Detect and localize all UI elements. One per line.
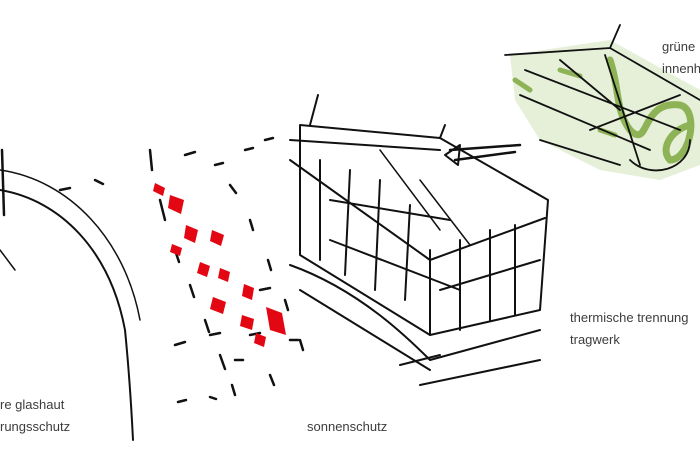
sun-shading-sketch (148, 136, 305, 397)
sun-shading-label: sonnenschutz (307, 416, 387, 438)
glass-skin-label: re glashaut rungsschutz (0, 394, 70, 438)
thermal-separation-label-line1: thermische trennung (570, 310, 689, 325)
glass-skin-label-line2: rungsschutz (0, 419, 71, 434)
glass-skin-sketch (0, 148, 300, 441)
green-courtyard-label-line1: grüne (662, 39, 696, 54)
sun-shading-label-line1: sonnenschutz (307, 419, 388, 434)
red-panels (153, 183, 286, 347)
thermal-separation-label: thermische trennung tragwerk (570, 307, 689, 351)
green-courtyard-sketch (504, 24, 700, 180)
glass-skin-label-line1: re glashaut (0, 397, 65, 412)
structure-sketch (289, 94, 549, 386)
green-courtyard-label: grüne innenh (662, 36, 700, 80)
green-courtyard-label-line2: innenh (662, 61, 700, 76)
structure-label-line2: tragwerk (570, 332, 620, 347)
